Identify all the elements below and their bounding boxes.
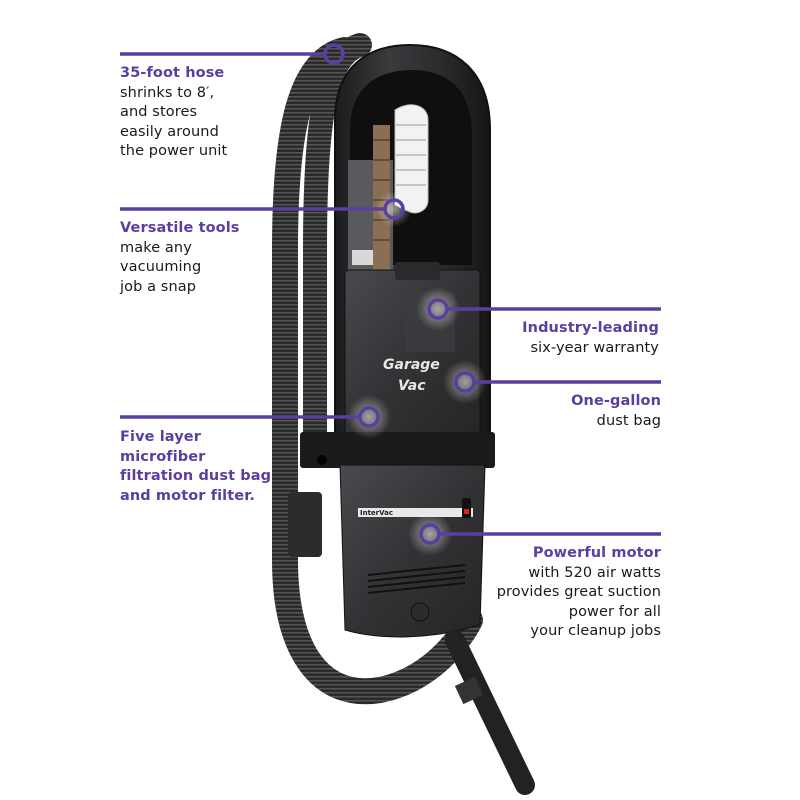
hose-outer — [272, 37, 483, 705]
callout-body: six-year warranty — [530, 339, 659, 356]
glow-tools — [376, 191, 412, 227]
glow-filtration — [347, 395, 391, 439]
motor-housing — [339, 464, 486, 638]
wand — [445, 630, 535, 795]
glow-motor — [408, 512, 452, 556]
power-switch — [462, 498, 471, 518]
logo-line-2: Vac — [398, 378, 426, 394]
glow-warranty — [416, 287, 460, 331]
power-light — [464, 509, 469, 514]
callout-filtration: Five layer microfiber filtration dust ba… — [120, 428, 271, 506]
glow-dust-bag — [443, 360, 487, 404]
callout-motor: Powerful motor with 520 air watts provid… — [497, 544, 661, 642]
garage-vac-logo: Garage Vac — [383, 357, 440, 394]
callout-title: Five layer microfiber filtration dust ba… — [120, 429, 272, 504]
vent-slots — [367, 564, 466, 594]
callout-dot-motor — [419, 523, 441, 545]
callout-dot-dust-bag — [454, 371, 476, 393]
hose-cuff — [288, 492, 322, 557]
housing-button — [410, 602, 430, 622]
white-brush-lines — [396, 124, 426, 186]
callout-dot-filtration — [358, 406, 380, 428]
callout-body: make any vacuuming job a snap — [120, 239, 202, 295]
callout-hose: 35-foot hose shrinks to 8′, and stores e… — [120, 64, 227, 162]
wand-coupler — [454, 676, 484, 705]
strap-screw — [317, 455, 327, 465]
callout-title: Powerful motor — [532, 545, 661, 561]
callout-body: with 520 air watts provides great suctio… — [496, 564, 661, 640]
callout-dot-tools — [383, 198, 405, 220]
label-strip — [358, 508, 473, 517]
callout-title: One-gallon — [571, 393, 661, 409]
callout-body: dust bag — [596, 412, 661, 429]
callout-dot-warranty — [427, 298, 449, 320]
callout-warranty: Industry-leading six-year warranty — [522, 319, 659, 358]
callout-dust-bag: One-gallon dust bag — [571, 392, 661, 431]
logo-line-1: Garage — [383, 357, 440, 373]
hose-inner — [303, 33, 372, 442]
callout-dot-hose — [323, 43, 345, 65]
callout-body: shrinks to 8′, and stores easily around … — [120, 84, 228, 160]
brand-label: InterVac — [360, 509, 393, 517]
callout-tools: Versatile tools make any vacuuming job a… — [120, 219, 240, 297]
white-brush — [394, 104, 429, 214]
callout-title: Versatile tools — [120, 220, 240, 236]
door-latch — [395, 262, 440, 280]
callout-title: 35-foot hose — [120, 65, 225, 81]
callout-title: Industry-leading — [522, 320, 659, 336]
mounting-strap — [300, 432, 495, 468]
